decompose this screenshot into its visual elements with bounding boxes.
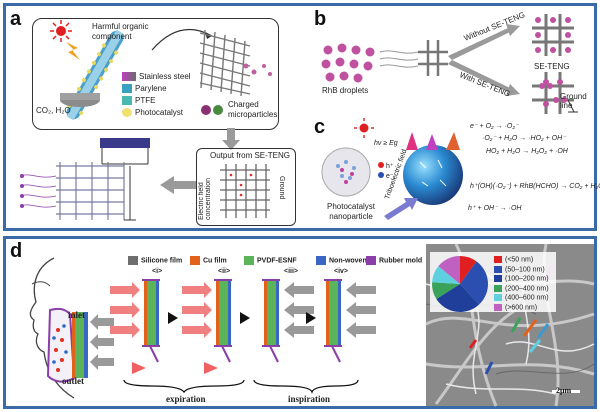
equation-4: h⁺(OH)(·O₂⁻) + RhB(HCHO) → CO₂ + H₂O (470, 183, 600, 190)
ground-label: Ground (278, 176, 285, 200)
inspiration-label: inspiration (288, 394, 331, 404)
airflow-lines (379, 50, 419, 68)
pie-legend-item: (100–200 nm) (494, 275, 549, 282)
mesh-illustration (199, 29, 251, 97)
pie-slice-5 (438, 256, 460, 284)
equation-3: HO₂ + H₂O → H₂O₂ + ·OH (486, 148, 568, 155)
pie-legend-label: (200–400 nm) (505, 284, 549, 292)
panel-c-letter: c (314, 116, 326, 138)
nano-label: Photocatalyst nanoparticle (326, 202, 376, 221)
rhb-droplets (321, 43, 375, 83)
equation-1: e⁻ + O₂ → ·O₂⁻ (470, 123, 519, 130)
harmful-component-label: Harmful organic component (92, 22, 149, 41)
down-arrow (222, 128, 240, 150)
lightning-icon (66, 42, 80, 60)
output-box (196, 148, 296, 226)
sun-icon (50, 20, 72, 42)
pie-slice-1 (460, 261, 488, 305)
rhb-label: RhB droplets (322, 86, 369, 95)
legend-parylene: Parylene (122, 84, 167, 94)
pie-legend-swatch (494, 275, 502, 282)
charged-particles-label: Charged microparticles (228, 100, 278, 119)
hole-label: h⁺ (378, 162, 394, 170)
legend-swatch (244, 256, 254, 265)
field-sphere (403, 145, 463, 205)
electron-label: e⁻ (378, 172, 394, 180)
legend-swatch (316, 256, 326, 265)
color-arrows (406, 132, 460, 150)
left-arrow (160, 176, 196, 194)
pie-legend-item: (400–600 nm) (494, 294, 549, 301)
legend-swatch (128, 256, 138, 265)
pie-slice-4 (432, 266, 460, 284)
sun-icon-c (354, 118, 374, 138)
legend-ptfe: PTFE (122, 96, 155, 106)
mesh-without (532, 14, 574, 56)
equation-5: h⁺ + OH⁻ → ·OH (468, 205, 522, 212)
pie-legend-swatch (494, 303, 502, 311)
legend-stainless: Stainless steel (122, 72, 191, 82)
panel-d-letter: d (10, 240, 23, 262)
panel-a-inner-box (32, 18, 279, 130)
pie-legend-label: (400–600 nm) (505, 294, 549, 302)
legend-silicone-film: Silicone film (128, 256, 182, 265)
face-illustration (29, 257, 114, 399)
legend-swatch (366, 256, 376, 265)
pie-legend-label: (<50 nm) (505, 256, 534, 264)
mesh-center (418, 40, 448, 76)
phase-braces (123, 379, 359, 395)
inlet-label: inlet (68, 310, 85, 320)
seteng-label: SE-TENG (534, 62, 570, 71)
pie-legend-item: (>600 nm) (494, 303, 538, 311)
particles-icon (243, 63, 272, 76)
expiration-label: expiration (166, 394, 206, 404)
pie-legend-swatch (494, 294, 502, 301)
bottom-red-arrows (132, 362, 218, 374)
output-label: Output from SE-TENG (210, 151, 291, 160)
microparticle-icons (201, 105, 223, 115)
coated-fiber-illustration (60, 29, 124, 121)
output-mesh (220, 164, 270, 218)
pie-slice-3 (432, 282, 460, 300)
co2-label: CO₂, H₂O (36, 106, 71, 115)
step-3-label: <iii> (284, 268, 299, 275)
equation-2: ·O₂⁻ + H₂O → ·HO₂ + OH⁻ (482, 135, 566, 142)
scale-bar-label: 2μm (556, 386, 572, 395)
top-panel-frame (3, 3, 597, 231)
legend-cu-film: Cu film (190, 256, 227, 265)
pie-legend-label: (100–200 nm) (505, 275, 549, 283)
tribo-arrow (384, 198, 418, 220)
pie-legend-label: (>600 nm) (505, 303, 538, 311)
pie-legend-item: (<50 nm) (494, 256, 533, 263)
mask-stages (110, 279, 376, 363)
branch-arrows (448, 24, 520, 96)
step-1-label: <i> (152, 268, 163, 275)
mesh-with (532, 72, 578, 114)
pie-slice-2 (436, 284, 480, 312)
nanoparticle (321, 147, 371, 197)
step-4-label: <iv> (334, 268, 349, 275)
pie-legend-swatch (494, 265, 502, 273)
efield-label: Electric field concentration (198, 177, 212, 220)
filter-device-illustration (19, 138, 150, 221)
pie-legend-label: (50–100 nm) (505, 265, 545, 273)
legend-rubber-mold: Rubber mold (366, 256, 422, 265)
groundline-label: Ground line (560, 92, 587, 110)
legend-non-woven: Non-woven (316, 256, 367, 265)
legend-pvdf-esnf: PVDF-ESNF (244, 256, 297, 265)
panel-b-letter: b (314, 8, 327, 30)
pie-slice-0 (460, 256, 477, 284)
pie-legend-swatch (494, 284, 502, 292)
pie-legend-item: (200–400 nm) (494, 284, 549, 292)
outlet-label: outlet (62, 376, 84, 386)
pie-legend-item: (50–100 nm) (494, 265, 545, 273)
hv-label: hν ≥ Eg (374, 140, 398, 147)
bottom-panel-frame (3, 236, 597, 409)
legend-photocatalyst: Photocatalyst (122, 108, 183, 118)
pie-legend-swatch (494, 256, 502, 263)
legend-swatch (190, 256, 200, 265)
step-2-label: <ii> (218, 268, 231, 275)
pore-size-pie-chart (432, 256, 488, 312)
panel-a-letter: a (10, 8, 22, 30)
